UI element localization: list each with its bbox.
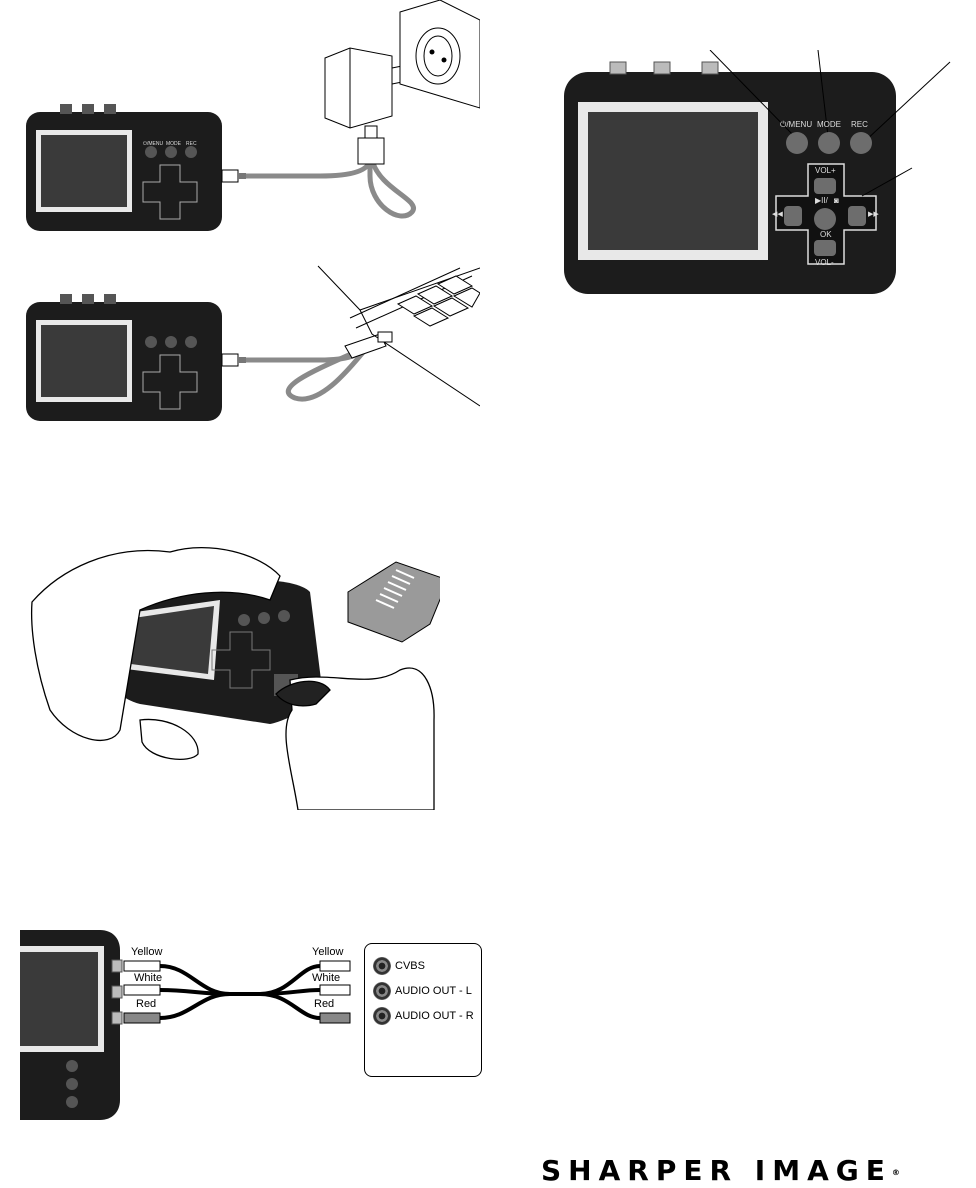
legend-row-audio-left: AUDIO OUT - L <box>373 981 472 1001</box>
vol-down-label: VOL- <box>815 258 834 267</box>
cable-label-left-1: Yellow <box>131 946 162 958</box>
device-front-figure: ⏻/MENU MODE REC VOL+ ▶II/ ◙ OK VOL- ◀◀ ▶… <box>560 50 958 300</box>
rca-jack-icon <box>373 957 391 975</box>
rewind-icon: ◀◀ <box>772 210 783 218</box>
svg-text:REC: REC <box>186 141 197 147</box>
cable-label-right-3: Red <box>314 998 334 1010</box>
usb-cable-1 <box>222 126 414 216</box>
svg-text:⏻/MENU: ⏻/MENU <box>143 141 163 147</box>
svg-text:MODE: MODE <box>166 141 182 147</box>
legend-label-audio-left: AUDIO OUT - L <box>395 985 472 997</box>
device-side <box>20 930 122 1120</box>
computer-usb-figure <box>20 258 480 428</box>
power-adapter-figure: ⏻/MENU MODE REC <box>20 0 480 240</box>
usb-cable-2 <box>222 334 386 399</box>
brand-logo: SHARPER IMAGE® <box>541 1154 841 1188</box>
registered-mark: ® <box>892 1168 900 1177</box>
rca-jack-icon <box>373 982 391 1000</box>
microsd-card <box>348 562 440 642</box>
vol-down-button[interactable] <box>814 240 836 256</box>
cable-label-left-3: Red <box>136 998 156 1010</box>
power-adapter <box>325 48 412 128</box>
mode-button[interactable] <box>818 132 840 154</box>
legend-label-cvbs: CVBS <box>395 960 425 972</box>
output-legend: CVBS AUDIO OUT - L AUDIO OUT - R <box>364 943 482 1077</box>
cable-label-right-1: Yellow <box>312 946 343 958</box>
play-ok-button[interactable] <box>814 208 836 230</box>
previous-button[interactable] <box>784 206 802 226</box>
brand-name: SHARPER IMAGE <box>541 1154 892 1187</box>
menu-power-button[interactable] <box>786 132 808 154</box>
device-small-2 <box>26 294 222 421</box>
next-button[interactable] <box>848 206 866 226</box>
mode-label: MODE <box>817 120 841 129</box>
play-label: ▶II/ <box>815 196 828 205</box>
laptop-computer <box>318 266 480 406</box>
rec-button[interactable] <box>850 132 872 154</box>
av-output-figure <box>20 930 370 1120</box>
legend-label-audio-right: AUDIO OUT - R <box>395 1010 474 1022</box>
memory-card-insert-figure <box>30 520 440 810</box>
rca-cables <box>160 966 320 1018</box>
camera-icon: ◙ <box>834 196 839 205</box>
cable-label-left-2: White <box>134 972 162 984</box>
cable-label-right-2: White <box>312 972 340 984</box>
rca-jack-icon <box>373 1007 391 1025</box>
fast-forward-icon: ▶▶ <box>868 210 879 218</box>
wall-outlet <box>400 0 480 108</box>
vol-up-button[interactable] <box>814 178 836 194</box>
legend-row-cvbs: CVBS <box>373 956 425 976</box>
legend-row-audio-right: AUDIO OUT - R <box>373 1006 474 1026</box>
menu-label: ⏻/MENU <box>780 120 812 130</box>
right-hand <box>276 668 434 810</box>
device-small-1: ⏻/MENU MODE REC <box>26 104 222 231</box>
ok-label: OK <box>820 230 832 239</box>
vol-up-label: VOL+ <box>815 166 836 175</box>
rec-label: REC <box>851 120 868 129</box>
